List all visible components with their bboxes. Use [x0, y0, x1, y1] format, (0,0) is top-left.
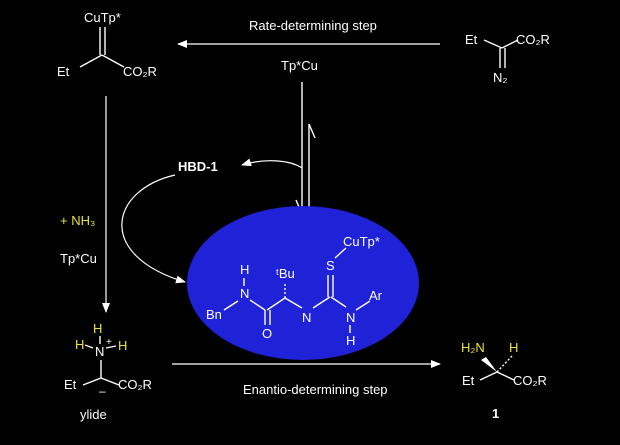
enantio-step-label: Enantio-determining step [243, 382, 388, 397]
eq-up-half-head [308, 123, 316, 139]
bond-et [483, 39, 503, 49]
product-hash-bond [496, 355, 513, 373]
bond-to-ester [101, 54, 125, 68]
bond-s-cu [334, 247, 347, 259]
ylide-bond-ester [100, 377, 120, 386]
o-label: O [262, 326, 272, 341]
catalyst-ellipse [187, 206, 419, 360]
ylide-et: Et [64, 377, 77, 392]
nh-mid-n-label: N [302, 310, 311, 325]
diazo-compound: Et CO₂R N₂ [465, 32, 550, 85]
n-left-label: N [240, 286, 249, 301]
vinyl-copper-compound: CuTp* Et CO₂R [57, 10, 157, 79]
ylide-h-top: H [93, 321, 102, 336]
tp-cu-left-label: Tp*Cu [60, 251, 97, 266]
ar-label: Ar [369, 288, 383, 303]
product-ester: CO₂R [513, 373, 547, 388]
ylide-compound: H H H N + – Et CO₂R ylide [64, 321, 152, 422]
ylide-bond-et [82, 377, 102, 386]
bond-calpha-nh [284, 297, 303, 309]
bond-nh-cs [312, 296, 331, 309]
product-amine: H₂N [461, 340, 485, 355]
bond-c-nar [330, 296, 347, 308]
bn-label: Bn [206, 307, 222, 322]
bond-n-ar [355, 300, 371, 311]
ylide-minus: – [99, 384, 106, 398]
et-label: Et [57, 64, 70, 79]
ylide-bond-h-right [105, 345, 117, 349]
hbd-label: HBD-1 [178, 159, 218, 174]
product-bond-et [479, 371, 498, 381]
hbd-binding-arrow [121, 174, 186, 284]
hbd-release-arrow [241, 158, 303, 169]
product-et: Et [462, 373, 475, 388]
ammonia-label: + NH₃ [60, 213, 95, 228]
bond-n-co [249, 299, 266, 311]
ylide-plus: + [106, 337, 112, 348]
n2-label: N₂ [493, 70, 507, 85]
tbu-label: ᵗBu [276, 266, 295, 281]
bond-to-et [79, 54, 103, 68]
product-compound: H₂N H Et CO₂R 1 [461, 340, 547, 421]
ylide-ester: CO₂R [118, 377, 152, 392]
tp-cu-top-label: Tp*Cu [281, 58, 318, 73]
product-caption: 1 [492, 406, 499, 421]
equilibrium-arrows [295, 82, 316, 215]
product-h: H [509, 340, 518, 355]
bond-ester [501, 39, 519, 49]
hbd-structure: H N Bn O ᵗBu N H S CuTp* N Ar H [206, 234, 383, 348]
ylide-n: N [95, 344, 104, 359]
rate-step-label: Rate-determining step [249, 18, 377, 33]
h-bottom-label: H [346, 333, 355, 348]
n-right-label: N [346, 310, 355, 325]
bond-n-bn [223, 300, 239, 311]
product-bond-ester [496, 371, 515, 381]
ester-label: CO₂R [516, 32, 550, 47]
et-label: Et [465, 32, 478, 47]
product-wedge-bond [481, 357, 497, 372]
ylide-h-left: H [75, 337, 84, 352]
cutp-label: CuTp* [343, 234, 380, 249]
h-top-label: H [240, 262, 249, 277]
ylide-h-right: H [118, 338, 127, 353]
cutp-label: CuTp* [84, 10, 121, 25]
s-label: S [326, 258, 335, 273]
ylide-caption: ylide [80, 407, 107, 422]
bond-co-calpha [266, 297, 286, 311]
ylide-bond-h-left [84, 344, 94, 349]
ester-label: CO₂R [123, 64, 157, 79]
